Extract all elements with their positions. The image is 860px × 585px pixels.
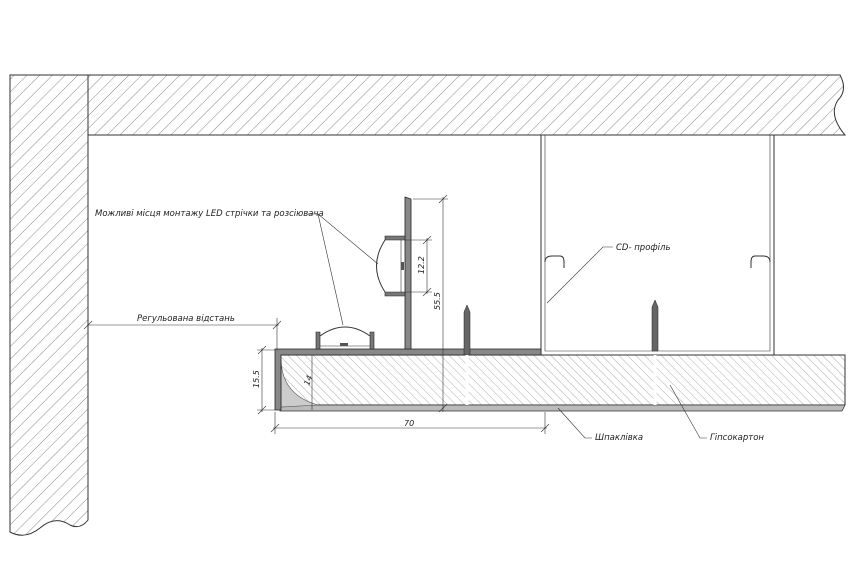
svg-text:55.5: 55.5 xyxy=(433,292,442,310)
cd-profile-label: CD- профіль xyxy=(616,243,670,253)
svg-text:12.2: 12.2 xyxy=(417,256,426,274)
svg-text:15.5: 15.5 xyxy=(252,370,261,388)
putty-layer xyxy=(279,404,846,412)
svg-text:14: 14 xyxy=(302,374,314,387)
led-channel-horizontal xyxy=(315,326,375,350)
leader-line xyxy=(669,384,707,439)
dimension-55-5: 55.5 xyxy=(413,194,448,413)
putty-label: Шпаклівка xyxy=(595,433,643,443)
putty-fillet xyxy=(280,359,319,408)
screw xyxy=(651,299,659,405)
svg-text:70: 70 xyxy=(404,419,414,428)
concrete-wall xyxy=(9,74,89,536)
dimension-14: 14 xyxy=(302,355,314,410)
leader-line xyxy=(308,213,379,326)
dimension-70: 70 xyxy=(270,412,550,434)
dimension-adjustable-distance: Регульована відстань xyxy=(83,314,282,350)
dimension-15-5: 15.5 xyxy=(252,345,275,415)
led-mounting-label: Можливі місця монтажу LED стрічки та роз… xyxy=(95,209,324,219)
concrete-ceiling-slab xyxy=(87,74,847,136)
screw xyxy=(463,304,471,405)
leader-line xyxy=(546,246,613,304)
drywall-label: Гіпсокартон xyxy=(710,433,764,443)
led-channel-vertical xyxy=(376,235,406,297)
leader-line xyxy=(557,407,592,439)
dimension-12-2: 12.2 xyxy=(405,235,432,297)
svg-text:Регульована відстань: Регульована відстань xyxy=(137,314,235,324)
drywall-board xyxy=(279,354,846,406)
